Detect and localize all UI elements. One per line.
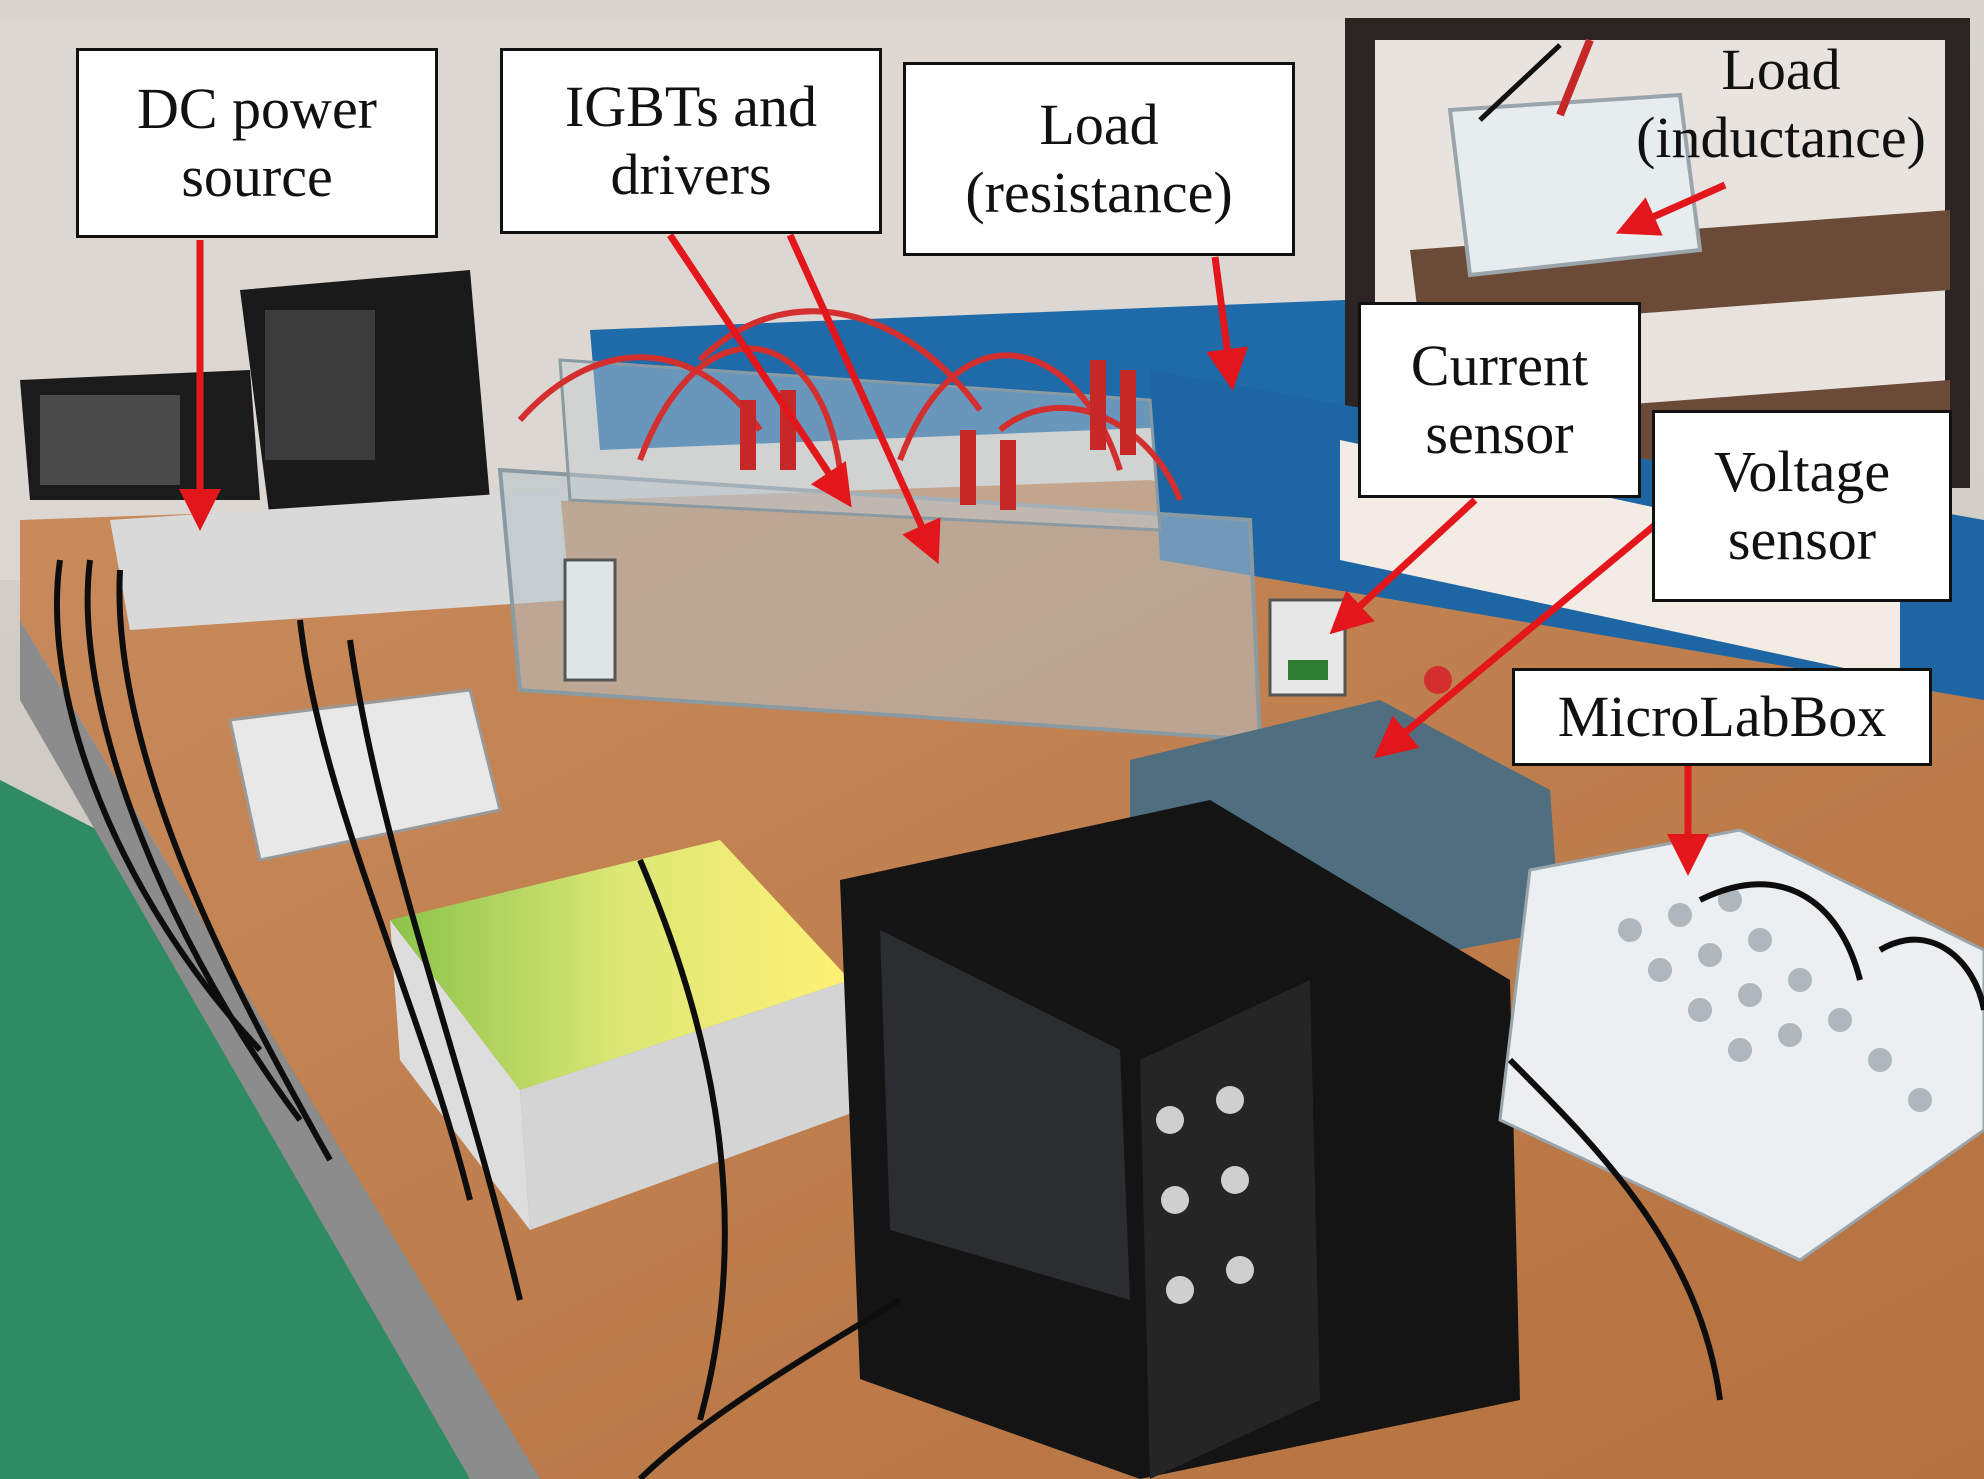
label-voltage-sensor-line2: sensor [1727,507,1877,572]
red-stop-button [1424,666,1452,694]
label-voltage-sensor: Voltage sensor [1652,410,1952,602]
arrow-voltage-sensor [1373,522,1658,759]
current-probe-left [563,558,617,682]
current-sensor-box [1268,598,1347,697]
dc-power-screen [40,395,180,485]
label-load-resistance-line2: (resistance) [965,160,1233,225]
bnc-breakout-side [520,980,860,1230]
annotation-arrows [179,181,1727,876]
label-current-sensor-line2: sensor [1425,401,1574,466]
label-current-sensor-line1: Current [1410,332,1589,398]
inductance-red-lead [1556,38,1594,117]
label-load-resistance: Load (resistance) [903,62,1295,256]
label-microlabbox: MicroLabBox [1512,668,1932,766]
bnc-breakout-yellow [390,840,850,1090]
label-dc-power-source-line2: source [181,144,333,209]
arrow-igbts-1 [667,233,852,508]
oscilloscope-screen [880,930,1130,1300]
microlabbox-bnc-ports [1618,888,1932,1112]
label-igbts-and-drivers: IGBTs and drivers [500,48,882,234]
inductance-cable [1478,43,1562,122]
arrow-current-sensor [1329,497,1478,635]
label-load-inductance-line2: (inductance) [1636,105,1926,170]
label-current-sensor: Current sensor [1358,302,1641,498]
arrow-load-inductance [1615,181,1727,236]
label-load-resistance-line1: Load [1039,91,1159,157]
label-microlabbox-line1: MicroLabBox [1557,683,1887,749]
label-voltage-sensor-line1: Voltage [1713,438,1891,504]
table-edge [20,620,540,1479]
label-load-inductance-line1: Load [1721,36,1841,102]
label-dc-power-source-line1: DC power [136,75,377,141]
oscilloscope-control-panel [1140,980,1320,1479]
dc-power-screen-2 [265,310,375,460]
black-cables [54,559,1984,1479]
arrow-load-resistance [1206,256,1249,391]
label-igbts-line2: drivers [610,142,772,207]
red-banana-plugs [740,360,1136,510]
label-igbts-line1: IGBTs and [564,73,818,139]
label-dc-power-source: DC power source [76,48,438,238]
oscilloscope-knobs [1156,1086,1254,1304]
resistance-load-panel [1340,440,1900,680]
dc-power-supply-case [110,490,570,630]
arrow-igbts-2 [786,233,941,565]
bnc-breakout-box-left [228,688,502,862]
current-sensor-label [1288,660,1328,680]
label-load-inductance: Load (inductance) [1612,18,1950,190]
